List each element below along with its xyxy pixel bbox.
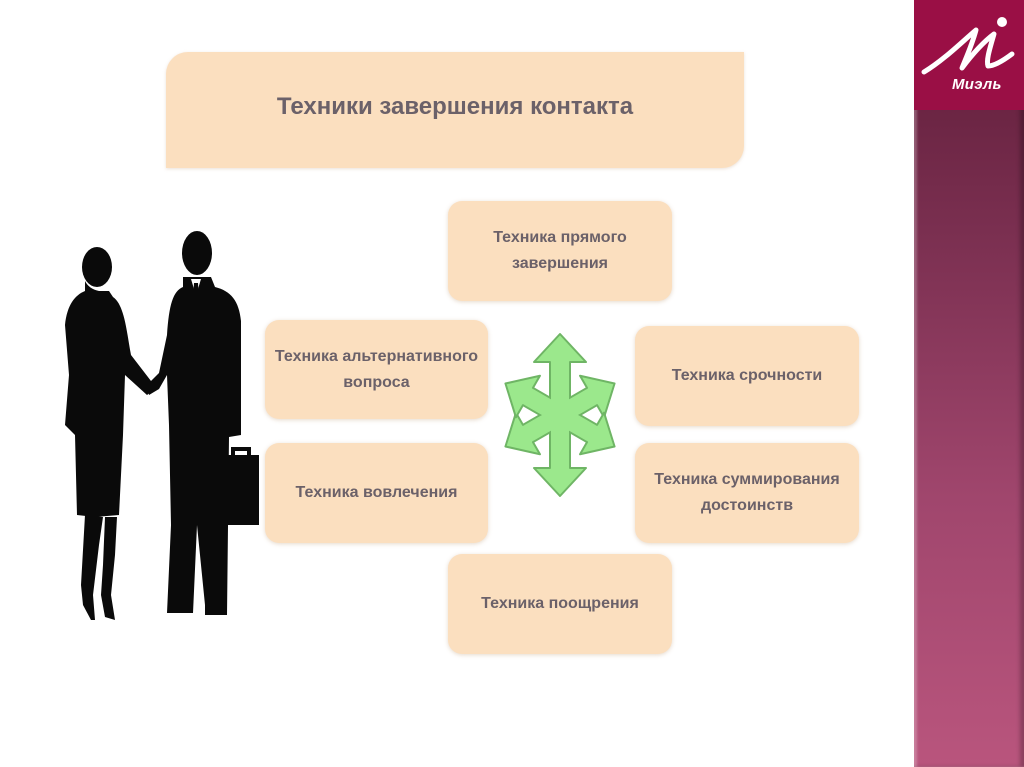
technique-direct-box: Техника прямого завершения <box>448 201 672 301</box>
decorative-sidebar <box>914 0 1024 767</box>
technique-alternative-label: Техника альтернативного вопроса <box>275 344 478 396</box>
technique-encouragement-label: Техника поощрения <box>481 595 639 612</box>
technique-summary-line2: достоинств <box>700 497 794 514</box>
slide-title: Техники завершения контакта <box>276 93 634 120</box>
title-box: Техники завершения контакта <box>166 52 744 168</box>
logo-text: Миэль <box>952 76 1002 93</box>
technique-alternative-line2: вопроса <box>343 373 410 391</box>
technique-summary-line1: Техника суммирования <box>654 471 840 488</box>
technique-summary-box: Техника суммирования достоинств <box>635 443 859 543</box>
technique-direct-line2: завершения <box>511 255 608 272</box>
handshake-silhouette-icon <box>65 231 259 620</box>
technique-involvement-box: Техника вовлечения <box>265 443 488 543</box>
technique-direct-label: Техника прямого завершения <box>493 225 627 277</box>
technique-urgency-box: Техника срочности <box>635 326 859 426</box>
technique-encouragement-box: Техника поощрения <box>448 554 672 654</box>
technique-summary-label: Техника суммирования достоинств <box>654 467 839 519</box>
technique-direct-line1: Техника прямого <box>493 229 627 246</box>
logo-swoosh-icon <box>921 17 1015 75</box>
technique-involvement-label: Техника вовлечения <box>295 484 458 501</box>
six-way-arrows-icon <box>504 333 616 497</box>
technique-alternative-box: Техника альтернативного вопроса <box>265 320 488 419</box>
technique-alternative-line1: Техника альтернативного <box>274 347 479 365</box>
brand-logo: Миэль <box>914 0 1024 110</box>
technique-urgency-label: Техника срочности <box>671 367 823 384</box>
